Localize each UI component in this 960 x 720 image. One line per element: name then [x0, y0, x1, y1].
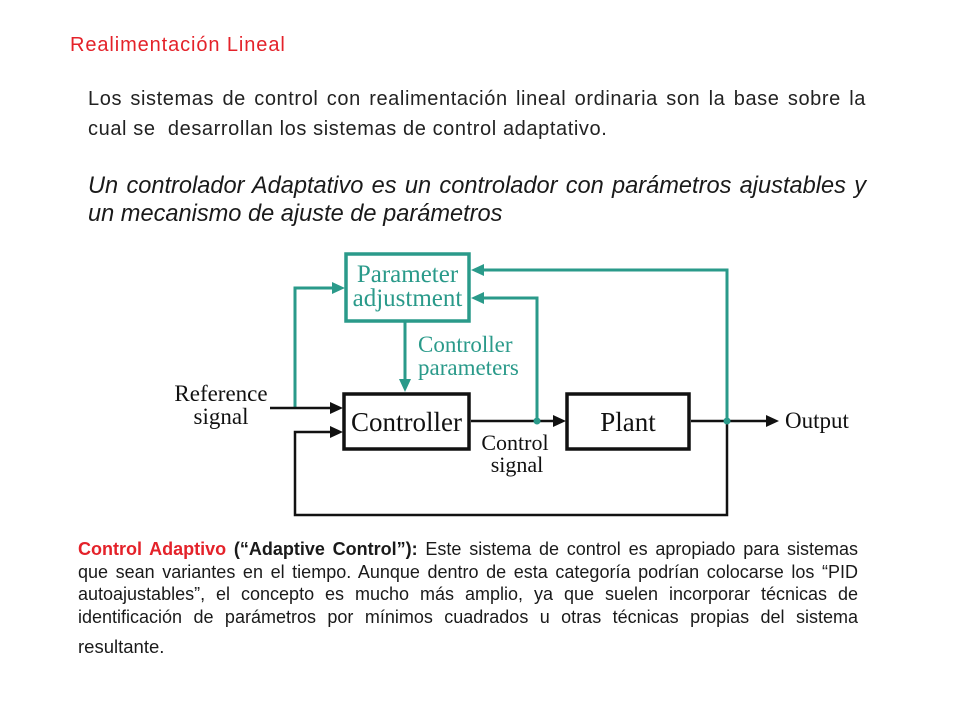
intro-line-2: cual se desarrollan los sistemas de cont… [88, 118, 608, 140]
intro-paragraph: Los sistemas de control con realimentaci… [88, 84, 866, 144]
control-signal-to-adjustment-arrowhead [471, 292, 484, 304]
output-junction-dot [723, 417, 731, 425]
control-signal-arrowhead [553, 415, 566, 427]
intro-line-1: Los sistemas de control con realimentaci… [88, 88, 866, 110]
plant-box [565, 392, 691, 451]
parameter-adjustment-box [344, 252, 471, 323]
footer-line-3: autoajustables”, el concepto es mucho má… [78, 584, 858, 604]
output-label: Output [785, 408, 850, 433]
footer-line-4: identificación de parámetros por mínimos… [78, 606, 858, 627]
footer-line-5: resultante. [78, 635, 165, 657]
reference-signal-label-line-1: Reference [174, 381, 267, 406]
plant-label: Plant [600, 407, 656, 437]
feedback-path [293, 421, 729, 517]
parameter-adjustment-label-line-2: adjustment [353, 285, 463, 312]
definition-line-2: un mecanismo de ajuste de parámetros [88, 201, 503, 227]
slide-title: Realimentación Lineal [70, 34, 286, 56]
output-arrowhead [766, 415, 779, 427]
term-spanish: Control Adaptivo [78, 539, 227, 559]
control-signal-junction-dot [533, 417, 541, 425]
definition-paragraph: Un controlador Adaptativo es un controla… [88, 172, 866, 228]
controller-parameters-arrowhead [399, 379, 411, 392]
definition-line-1: Un controlador Adaptativo es un controla… [88, 173, 866, 199]
output-to-adjustment-path [483, 268, 729, 421]
control-signal-label-line-2: signal [491, 452, 544, 477]
parameter-adjustment-block: Parameter adjustment [344, 252, 471, 323]
controller-box [342, 392, 471, 451]
footer-line-1-text: Este sistema de control es apropiado par… [425, 539, 859, 559]
adaptive-control-block-diagram: Parameter adjustment Controller paramete… [174, 252, 850, 517]
controller-parameters-label-line-1: Controller [418, 332, 513, 357]
feedback-arrowhead [330, 426, 343, 438]
control-signal-to-adjustment-path [483, 296, 539, 421]
plant-block: Plant [565, 392, 691, 451]
reference-signal-label-line-2: signal [194, 404, 249, 429]
control-signal-label-line-1: Control [481, 430, 548, 455]
adaptive-control-description: Control Adaptivo (“Adaptive Control”): E… [78, 538, 858, 658]
reference-signal-arrowhead [330, 402, 343, 414]
reference-to-adjustment-arrowhead [332, 282, 345, 294]
footer-line-1: Control Adaptivo (“Adaptive Control”): E… [78, 538, 858, 561]
controller-label: Controller [351, 407, 462, 437]
term-english: (“Adaptive Control”): [233, 539, 418, 559]
reference-to-adjustment-path [293, 286, 333, 408]
controller-block: Controller [342, 392, 471, 451]
controller-parameters-label-line-2: parameters [418, 355, 519, 380]
parameter-adjustment-label-line-1: Parameter [357, 261, 459, 288]
output-to-adjustment-arrowhead [471, 264, 484, 276]
footer-line-2: que sean variantes en el tiempo. Aunque … [78, 561, 858, 582]
